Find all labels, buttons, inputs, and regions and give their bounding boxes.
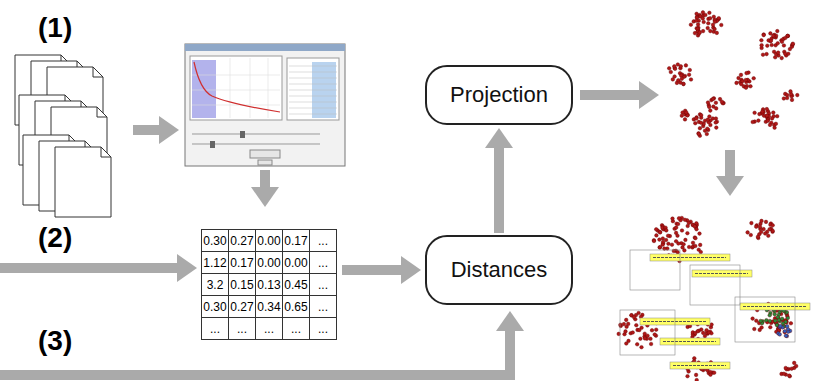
table-cell: 0.30 <box>201 229 229 252</box>
table-cell: 0.17 <box>228 251 256 274</box>
table-cell: ... <box>309 251 337 274</box>
table-cell: ... <box>309 317 337 340</box>
process-box: Projection <box>425 65 573 125</box>
node-label: Distances <box>451 257 548 283</box>
table-cell: ... <box>282 317 310 340</box>
table-cell: 0.00 <box>282 251 310 274</box>
table-cell: ... <box>255 317 283 340</box>
table-cell: 0.30 <box>201 295 229 318</box>
table-cell: 1.12 <box>201 251 229 274</box>
table-cell: 0.34 <box>255 295 283 318</box>
table-cell: ... <box>309 273 337 296</box>
node-label: Projection <box>450 82 548 108</box>
table-cell: 0.65 <box>282 295 310 318</box>
table-cell: 0.27 <box>228 229 256 252</box>
table-cell: 0.27 <box>228 295 256 318</box>
process-box: Distances <box>425 235 573 305</box>
table-cell: 0.00 <box>255 251 283 274</box>
table-cell: 0.45 <box>282 273 310 296</box>
callout-number: (3) <box>38 325 72 357</box>
flow-arrow <box>494 147 504 233</box>
tool-screenshot <box>185 44 345 166</box>
table-cell: ... <box>201 317 229 340</box>
scatter-plot <box>667 11 799 138</box>
table-cell: 0.00 <box>255 229 283 252</box>
callout-number: (2) <box>38 222 72 254</box>
table-cell: 0.17 <box>282 229 310 252</box>
callout-number: (1) <box>38 12 72 44</box>
table-cell: 0.15 <box>228 273 256 296</box>
table-cell: 3.2 <box>201 273 229 296</box>
document-stack <box>15 55 111 217</box>
table-cell: ... <box>228 317 256 340</box>
table-cell: 0.13 <box>255 273 283 296</box>
table-cell: ... <box>309 295 337 318</box>
labeled-scatter-plot <box>617 216 810 381</box>
flow-arrow <box>0 95 730 375</box>
table-cell: ... <box>309 229 337 252</box>
